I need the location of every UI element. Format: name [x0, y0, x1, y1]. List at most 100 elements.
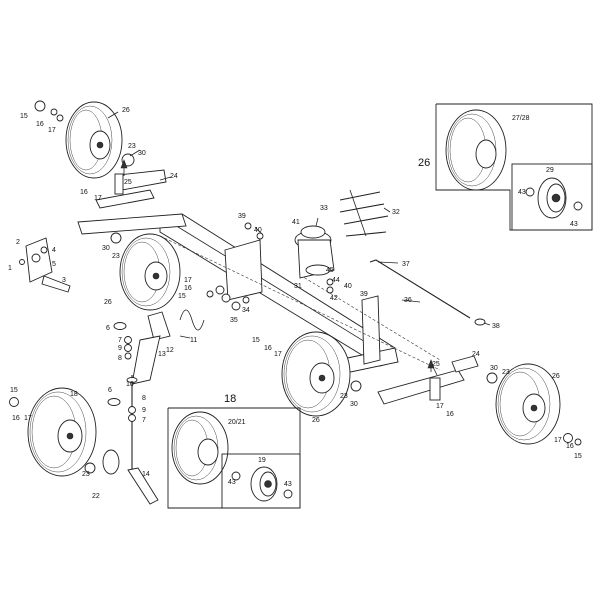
callout: 24: [472, 351, 480, 358]
callout: 14: [142, 471, 150, 478]
callout: 12: [166, 347, 174, 354]
callout: 9: [142, 407, 146, 414]
callout: 15: [252, 337, 260, 344]
callout: 39: [360, 291, 368, 298]
callout: 16: [184, 285, 192, 292]
callout: 2: [16, 239, 20, 246]
inset-wheel-26: [435, 103, 593, 231]
callout: 16: [566, 443, 574, 450]
callout: 23: [340, 393, 348, 400]
mounting-bracket: [19, 237, 71, 293]
inset-bottom-tyre-label: 20/21: [228, 419, 246, 426]
callout: 26: [312, 417, 320, 424]
tie-rod: [369, 259, 486, 326]
callout: 4: [52, 247, 56, 254]
inset-wheel-18: [167, 407, 301, 509]
callout: 39: [238, 213, 246, 220]
inset-bottom-hub-label: 19: [258, 457, 266, 464]
steering-column: [102, 309, 205, 505]
callout: 45: [326, 267, 334, 274]
inset-top-bearing-left: 43: [518, 189, 526, 196]
callout: 26: [552, 373, 560, 380]
callout: 44: [332, 277, 340, 284]
inset-labels: 26 27/28 29 43 43 18 20/21 19 43 43: [224, 115, 578, 488]
wheel-rear-left: [9, 387, 97, 477]
callout: 30: [102, 245, 110, 252]
callout: 22: [92, 493, 100, 500]
steering-arm-rear: [377, 355, 479, 405]
inset-top-group-label: 26: [418, 157, 430, 169]
callout: 17: [436, 403, 444, 410]
callout: 15: [178, 293, 186, 300]
callout: 42: [330, 295, 338, 302]
callout: 30: [138, 150, 146, 157]
inset-bottom-group-label: 18: [224, 393, 236, 405]
callout: 31: [294, 283, 302, 290]
callout: 8: [118, 355, 122, 362]
callout: 23: [502, 369, 510, 376]
wheel-middle-left: [110, 232, 181, 311]
callout: 17: [554, 437, 562, 444]
callout: 23: [112, 253, 120, 260]
callout: 33: [320, 205, 328, 212]
steering-arm-front: [95, 159, 155, 209]
callout: 23: [82, 471, 90, 478]
callout: 25: [432, 361, 440, 368]
callout-labels: 15 16 17 26 23 30 16 17 25 24 2 1 4 5 3 …: [8, 107, 582, 500]
center-pivot-assembly: [244, 189, 389, 294]
callout: 30: [350, 401, 358, 408]
callout: 26: [122, 107, 130, 114]
callout: 8: [142, 395, 146, 402]
callout: 37: [402, 261, 410, 268]
callout: 17: [48, 127, 56, 134]
callout: 9: [118, 345, 122, 352]
callout: 13: [158, 351, 166, 358]
wheel-rear-middle: [281, 331, 362, 417]
callout: 36: [404, 297, 412, 304]
callout: 7: [118, 337, 122, 344]
inset-top-bearing-right: 43: [570, 221, 578, 228]
inset-bottom-bearing-right: 43: [284, 481, 292, 488]
leader-lines: [107, 111, 491, 376]
hardware-set-center: [206, 285, 250, 311]
inset-top-hub-label: 29: [546, 167, 554, 174]
callout: 17: [94, 195, 102, 202]
callout: 25: [124, 179, 132, 186]
callout: 16: [12, 415, 20, 422]
callout: 41: [292, 219, 300, 226]
callout: 7: [142, 417, 146, 424]
callout: 11: [190, 337, 197, 344]
callout: 5: [52, 261, 56, 268]
callout: 10: [126, 381, 134, 388]
wheel-rear-right: [486, 363, 582, 446]
inset-bottom-bearing-left: 43: [228, 479, 236, 486]
callout: 35: [230, 317, 238, 324]
callout: 24: [170, 173, 178, 180]
callout: 32: [392, 209, 400, 216]
callout: 17: [24, 415, 32, 422]
callout: 17: [184, 277, 192, 284]
callout: 16: [36, 121, 44, 128]
callout: 15: [574, 453, 582, 460]
callout: 17: [274, 351, 282, 358]
callout: 34: [242, 307, 250, 314]
callout: 38: [492, 323, 500, 330]
callout: 18: [70, 391, 78, 398]
callout: 1: [8, 265, 12, 272]
callout: 16: [80, 189, 88, 196]
callout: 6: [106, 325, 110, 332]
callout: 16: [446, 411, 454, 418]
callout: 40: [254, 227, 262, 234]
callout: 23: [128, 143, 136, 150]
callout: 15: [10, 387, 18, 394]
callout: 30: [490, 365, 498, 372]
callout: 15: [20, 113, 28, 120]
callout: 16: [264, 345, 272, 352]
callout: 3: [62, 277, 66, 284]
callout: 6: [108, 387, 112, 394]
callout: 40: [344, 283, 352, 290]
inset-top-tyre-label: 27/28: [512, 115, 530, 122]
wheel-front-left: [65, 101, 123, 179]
callout: 26: [104, 299, 112, 306]
